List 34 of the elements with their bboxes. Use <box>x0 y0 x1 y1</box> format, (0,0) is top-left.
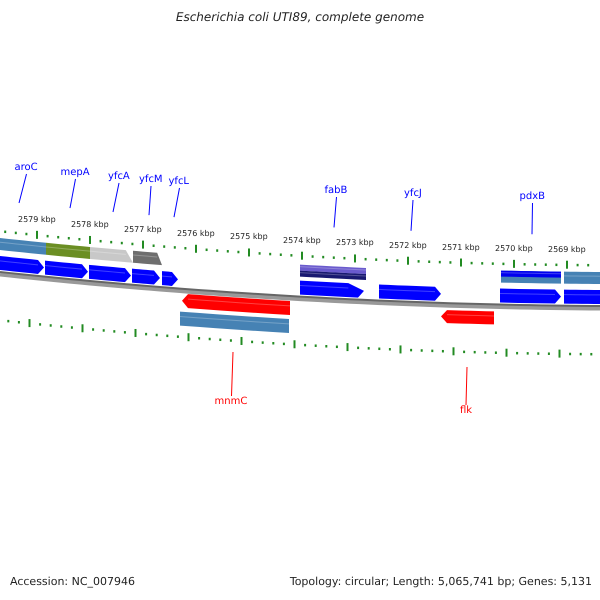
gene-label: yfcL <box>168 177 190 187</box>
gene-label: mepA <box>60 168 90 178</box>
scale-label: 2572 kbp <box>389 242 427 250</box>
gene-label: flk <box>460 406 472 416</box>
gene-label: pdxB <box>520 192 545 202</box>
gene-label: yfcM <box>139 175 163 185</box>
leader-line <box>466 366 468 406</box>
leader-line <box>532 202 533 235</box>
scale-label: 2573 kbp <box>336 239 374 248</box>
leader-line <box>410 200 414 232</box>
leader-line <box>334 196 337 228</box>
leader-line <box>231 352 234 396</box>
scale-label: 2570 kbp <box>495 244 533 253</box>
gene-label: mnmC <box>214 397 248 407</box>
leader-line <box>174 188 180 218</box>
gene-label: aroC <box>14 163 38 173</box>
scale-label: 2571 kbp <box>442 244 480 252</box>
leader-line <box>112 182 120 213</box>
scale-label: 2574 kbp <box>283 236 321 245</box>
scale-label: 2578 kbp <box>71 220 109 229</box>
gene-label: yfcJ <box>404 189 422 199</box>
gene-label: yfcA <box>108 172 130 182</box>
leader-line <box>70 178 76 209</box>
accession-text: Accession: NC_007946 <box>10 576 136 587</box>
scale-label: 2575 kbp <box>230 233 268 242</box>
scale-label: 2579 kbp <box>18 216 56 224</box>
scale-label: 2569 kbp <box>548 246 586 254</box>
leader-line <box>148 186 152 216</box>
leader-line <box>18 174 27 204</box>
scale-label: 2576 kbp <box>177 230 215 238</box>
title: Escherichia coli UTI89, complete genome <box>174 11 426 23</box>
scale-label: 2577 kbp <box>124 226 162 234</box>
gene-label: fabB <box>324 186 348 196</box>
genome-summary-text: Topology: circular; Length: 5,065,741 bp; Genes: 5,131 <box>290 576 592 587</box>
